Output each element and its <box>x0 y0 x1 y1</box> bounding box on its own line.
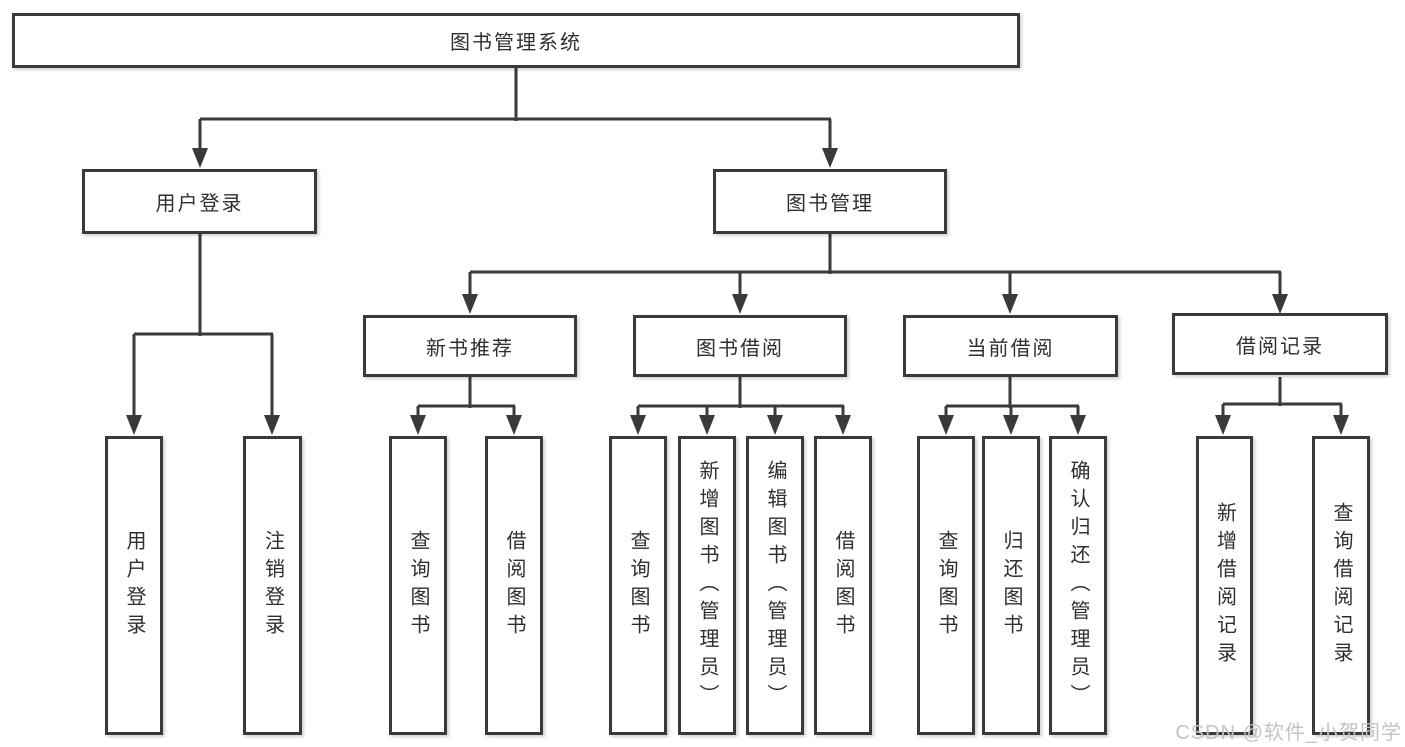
node-label: 当前借阅 <box>966 337 1055 360</box>
arrow-down-icon <box>630 415 646 435</box>
node-add-borrow-record: 新增借阅记录 <box>1196 436 1253 735</box>
arrow-down-icon <box>126 415 142 435</box>
node-return-book: 归还图书 <box>982 436 1040 735</box>
node-label: 查询图书 <box>407 529 429 642</box>
node-query-borrow-record: 查询借阅记录 <box>1312 436 1370 735</box>
node-user-login-branch: 用户登录 <box>82 169 317 234</box>
node-library-system: 图书管理系统 <box>12 13 1020 68</box>
arrow-down-icon <box>462 294 478 314</box>
node-label: 图书管理 <box>786 193 874 215</box>
node-label: 注销登录 <box>261 529 284 642</box>
arrow-down-icon <box>506 415 522 435</box>
arrow-down-icon <box>1002 294 1018 314</box>
arrow-down-icon <box>767 415 783 435</box>
arrow-down-icon <box>1272 294 1288 314</box>
arrow-down-icon <box>1333 415 1349 435</box>
node-edit-book-admin: 编辑图书（管理员） <box>746 436 804 735</box>
node-label: 确认归还（管理员） <box>1067 459 1089 712</box>
node-label: 图书借阅 <box>696 337 784 360</box>
arrow-down-icon <box>732 294 748 314</box>
node-confirm-return-admin: 确认归还（管理员） <box>1049 436 1107 735</box>
node-book-management-branch: 图书管理 <box>713 169 947 234</box>
node-label: 编辑图书（管理员） <box>764 459 786 712</box>
node-query-book-borrow: 查询图书 <box>609 436 667 735</box>
node-label: 图书管理系统 <box>450 32 582 54</box>
node-label: 查询图书 <box>935 529 957 642</box>
arrow-down-icon <box>410 415 426 435</box>
arrow-down-icon <box>264 415 280 435</box>
node-label: 查询图书 <box>627 529 649 642</box>
node-current-borrow: 当前借阅 <box>903 315 1118 377</box>
node-query-book-recommend: 查询图书 <box>389 436 447 735</box>
arrow-down-icon <box>835 415 851 435</box>
node-book-borrow: 图书借阅 <box>633 315 847 377</box>
node-label: 借阅图书 <box>503 529 525 642</box>
node-label: 查询借阅记录 <box>1330 501 1352 670</box>
node-add-book-admin: 新增图书（管理员） <box>678 436 736 735</box>
node-borrow-book-recommend: 借阅图书 <box>485 436 543 735</box>
arrow-down-icon <box>1215 415 1231 435</box>
node-new-book-recommend: 新书推荐 <box>363 315 577 377</box>
node-label: 用户登录 <box>123 529 145 642</box>
arrow-down-icon <box>822 148 838 168</box>
csdn-watermark: CSDN @软件_小贺同学 <box>1175 722 1402 744</box>
node-label: 新书推荐 <box>426 337 514 360</box>
node-label: 用户登录 <box>155 193 244 215</box>
node-user-login: 用户登录 <box>105 436 163 735</box>
node-borrow-book: 借阅图书 <box>814 436 872 735</box>
node-label: 借阅图书 <box>832 529 854 642</box>
arrow-down-icon <box>938 415 954 435</box>
arrow-down-icon <box>192 148 208 168</box>
arrow-down-icon <box>699 415 715 435</box>
arrow-down-icon <box>1070 415 1086 435</box>
node-borrow-records: 借阅记录 <box>1172 313 1388 375</box>
node-query-book-current: 查询图书 <box>917 436 975 735</box>
node-user-logout: 注销登录 <box>243 436 302 735</box>
node-label: 新增图书（管理员） <box>696 459 718 712</box>
arrow-down-icon <box>1003 415 1019 435</box>
node-label: 借阅记录 <box>1236 335 1324 358</box>
node-label: 归还图书 <box>1000 529 1022 642</box>
node-label: 新增借阅记录 <box>1213 501 1236 670</box>
